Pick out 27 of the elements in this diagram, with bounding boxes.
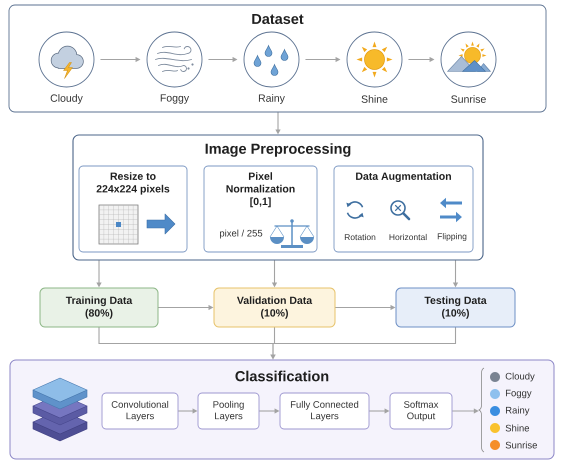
class-label: Foggy xyxy=(160,94,190,104)
class-label: Cloudy xyxy=(50,94,83,104)
class-label: Sunrise xyxy=(451,95,486,103)
class-label: Shine xyxy=(506,424,530,432)
step-title: Resize to 224x224 pixels xyxy=(96,172,170,195)
layer-box: Fully Connected Layers xyxy=(280,392,370,430)
icon-caption: Flipping xyxy=(438,233,466,241)
class-label: Rainy xyxy=(258,94,285,104)
panel-title: Classification xyxy=(235,370,328,382)
class-label: Cloudy xyxy=(506,372,535,382)
layer-box: Convolutional Layers xyxy=(102,392,178,430)
data-split-box: Testing Data (10%) xyxy=(396,288,516,328)
data-split-box: Validation Data (10%) xyxy=(214,288,336,328)
layer-box: Softmax Output xyxy=(390,392,452,430)
class-label: Sunrise xyxy=(506,442,537,448)
data-split-box: Training Data (80%) xyxy=(40,288,158,328)
layer-box: Pooling Layers xyxy=(198,392,260,430)
formula-text: pixel / 255 xyxy=(220,230,262,238)
icon-caption: Horizontal xyxy=(390,234,427,240)
panel-title: Dataset xyxy=(252,14,304,24)
class-label: Foggy xyxy=(506,390,532,398)
step-title: Pixel Normalization [0,1] xyxy=(226,172,295,208)
step-title: Data Augmentation xyxy=(356,172,451,182)
icon-caption: Rotation xyxy=(344,234,376,240)
panel-title: Image Preprocessing xyxy=(206,143,350,157)
class-label: Shine xyxy=(362,95,388,103)
class-label: Rainy xyxy=(506,406,530,416)
